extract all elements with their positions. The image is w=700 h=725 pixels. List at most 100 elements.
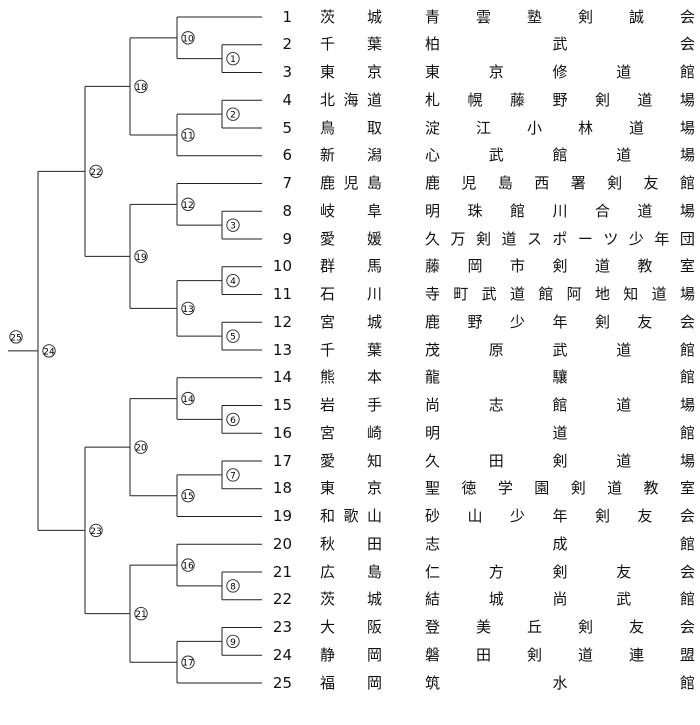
entry-row: 1 茨城 青雲塾剣誠会: [0, 5, 700, 30]
entry-number: 11: [272, 285, 292, 303]
match-label: 6: [226, 412, 240, 427]
entry-prefecture: 東京: [320, 63, 382, 81]
entry-club: 志成館: [425, 534, 695, 553]
svg-text:25: 25: [10, 333, 21, 343]
entry-row: 5 鳥取 淀江小林道場: [0, 116, 700, 141]
entry-club: 淀江小林道場: [425, 118, 695, 137]
entry-prefecture: 愛知: [320, 451, 382, 470]
entry-number: 18: [272, 479, 292, 498]
entry-club: 久万剣道スポーツ少年団: [425, 229, 695, 248]
entry-number: 1: [282, 7, 292, 26]
match-label: 17: [181, 655, 195, 669]
entry-number: 5: [282, 118, 292, 137]
match-label: 20: [134, 440, 148, 454]
svg-text:15: 15: [182, 492, 193, 502]
entry-club: 明珠館川合道場: [425, 201, 695, 220]
entry-club: 鹿野少年剣友会: [425, 312, 695, 331]
match-label: 11: [181, 128, 195, 142]
match-label: 14: [181, 391, 195, 406]
entry-prefecture: 愛媛: [320, 229, 382, 248]
entry-number: 13: [272, 340, 292, 359]
entry-club: 筑水館: [425, 673, 695, 692]
svg-text:19: 19: [135, 253, 147, 263]
entry-number: 2: [282, 35, 292, 54]
entry-number: 22: [272, 590, 292, 609]
entry-club: 結城尚武館: [425, 590, 695, 609]
svg-text:4: 4: [230, 277, 236, 287]
entry-club: 明道館: [425, 423, 695, 442]
entry-number: 12: [272, 312, 292, 331]
entry-prefecture: 宮城: [320, 312, 382, 331]
entry-club: 東京修道館: [425, 63, 695, 81]
match-label: 9: [226, 634, 240, 649]
svg-text:6: 6: [230, 416, 236, 426]
match-label: 13: [181, 301, 195, 316]
entry-prefecture: 鳥取: [320, 118, 382, 137]
svg-text:22: 22: [90, 168, 101, 178]
match-label: 4: [226, 273, 240, 288]
svg-text:1: 1: [230, 55, 236, 65]
entry-prefecture: 秋田: [320, 534, 382, 553]
match-label: 10: [181, 31, 195, 45]
match-label: 12: [181, 197, 195, 211]
entry-prefecture: 熊本: [320, 368, 382, 387]
entry-club: 仁方剣友会: [425, 562, 695, 581]
match-label: 25: [9, 330, 23, 344]
entry-number: 6: [282, 146, 292, 165]
svg-text:9: 9: [230, 638, 236, 648]
entry-number: 19: [272, 507, 292, 525]
match-label: 22: [89, 164, 103, 179]
entry-row: 7 鹿児島 鹿児島西署剣友館: [0, 171, 700, 196]
svg-text:7: 7: [230, 471, 236, 481]
svg-text:2: 2: [230, 111, 236, 121]
entry-number: 7: [282, 174, 292, 192]
entry-prefecture: 千葉: [320, 340, 382, 359]
entry-club: 寺町武道館阿地知道場: [425, 285, 695, 303]
entry-prefecture: 大阪: [320, 618, 382, 636]
svg-text:17: 17: [182, 659, 193, 669]
entry-prefecture: 北海道: [320, 90, 382, 109]
entry-number: 8: [282, 201, 292, 220]
entry-prefecture: 福岡: [320, 673, 382, 692]
match-label: 18: [134, 79, 148, 94]
entry-prefecture: 鹿児島: [320, 174, 382, 192]
entry-number: 3: [282, 63, 292, 81]
entry-row: 13 千葉 茂原武道館: [0, 338, 700, 363]
match-label: 21: [134, 606, 148, 621]
entry-club: 青雲塾剣誠会: [425, 7, 695, 26]
entry-number: 16: [272, 423, 292, 442]
entry-row: 16 宮崎 明道館: [0, 421, 700, 446]
match-label: 5: [226, 329, 240, 343]
entry-prefecture: 和歌山: [320, 507, 382, 525]
entry-club: 茂原武道館: [425, 340, 695, 359]
entry-prefecture: 東京: [320, 479, 382, 498]
entry-number: 10: [272, 257, 292, 276]
entry-prefecture: 茨城: [320, 7, 382, 26]
entry-number: 20: [272, 534, 292, 553]
svg-text:3: 3: [230, 222, 236, 232]
entry-prefecture: 宮崎: [320, 423, 382, 442]
entry-number: 21: [272, 562, 292, 581]
match-label: 15: [181, 489, 195, 503]
entry-club: 磐田剣道連盟: [425, 645, 695, 664]
svg-text:11: 11: [182, 131, 193, 141]
entry-club: 心武館道場: [425, 146, 695, 165]
match-label: 16: [181, 558, 195, 572]
entry-prefecture: 石川: [320, 285, 382, 303]
svg-text:10: 10: [182, 34, 194, 44]
entry-row: 12 宮城 鹿野少年剣友会: [0, 310, 700, 335]
entry-club: 鹿児島西署剣友館: [425, 174, 695, 192]
